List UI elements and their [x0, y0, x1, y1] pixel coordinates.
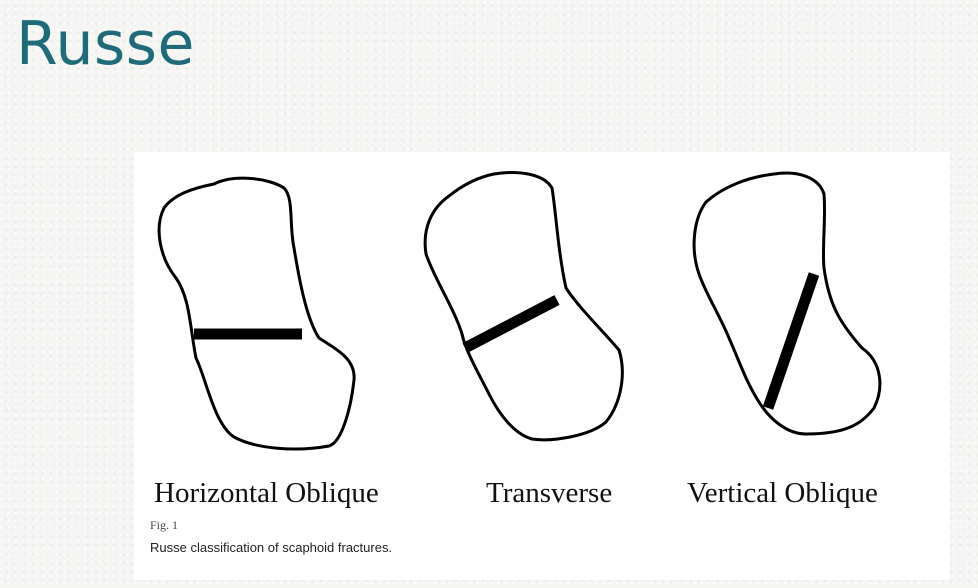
scaphoid-diagrams [157, 171, 882, 451]
scaphoid-horizontal-oblique [157, 176, 356, 451]
label-transverse: Transverse [486, 477, 613, 509]
scaphoid-outline [157, 176, 356, 451]
scaphoid-outline [692, 171, 882, 436]
scaphoid-transverse [423, 171, 624, 442]
label-vertical-oblique: Vertical Oblique [687, 477, 878, 509]
scaphoid-vertical-oblique [692, 171, 882, 436]
fracture-line-transverse [462, 295, 560, 353]
scaphoid-outline [423, 171, 624, 442]
slide-title: Russe [16, 9, 195, 79]
figure-panel: Horizontal Oblique Transverse Vertical O… [134, 152, 950, 580]
label-horizontal-oblique: Horizontal Oblique [154, 477, 379, 509]
figure-number: Fig. 1 [150, 518, 179, 532]
figure-caption: Russe classification of scaphoid fractur… [150, 540, 393, 555]
fracture-line-vertical-oblique [762, 272, 820, 410]
